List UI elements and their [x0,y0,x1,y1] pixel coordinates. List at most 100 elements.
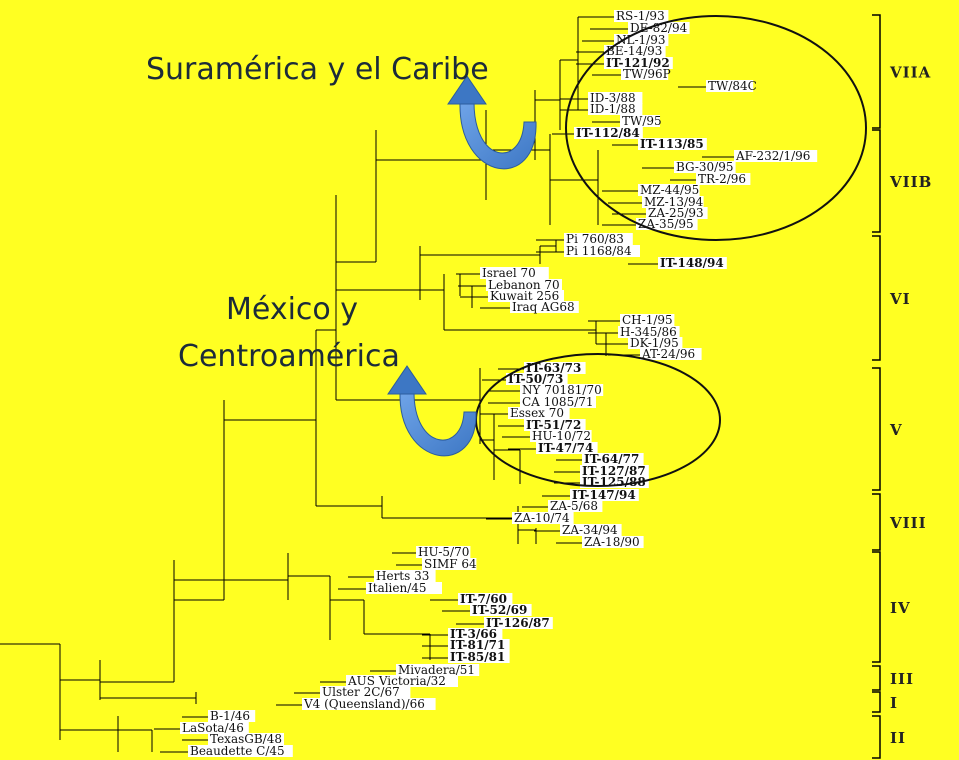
leaf-label: Ulster 2C/67 [322,685,400,699]
leaf-label: Beaudette C/45 [190,744,285,758]
leaf-label: Italien/45 [368,581,427,595]
leaf-label: B-1/46 [210,709,250,723]
leaf-label: RS-1/93 [616,9,665,23]
leaf-label: TW/95 [622,114,662,128]
leaf-label: IT-64/77 [584,452,639,466]
genotype-bracket [872,129,881,233]
leaf-label-bg [658,257,727,269]
genotype-label: VI [889,290,911,308]
leaf-label: MZ-44/95 [640,183,699,197]
leaf-label-bg [188,745,293,757]
leaf-label-bg [346,675,458,687]
leaf-label-bg [508,407,570,419]
genotype-bracket [872,14,881,129]
leaf-label: Kuwait 256 [490,289,559,303]
leaf-label-bg [638,184,700,196]
leaf-label-bg [582,453,644,465]
leaf-label: IT-3/66 [450,627,497,641]
leaf-label-bg [621,68,669,80]
leaf-label-bg [512,512,574,524]
leaf-label-bg [548,500,603,512]
leaf-label: Israel 70 [482,266,536,280]
leaf-label: NY 70181/70 [522,383,602,397]
south-america-arrow-body [459,101,537,170]
leaf-label-bg [484,617,553,629]
leaf-label: IT-50/73 [508,372,563,386]
leaf-label: IT-47/74 [538,441,593,455]
leaf-label: ZA-25/93 [648,206,704,220]
leaf-label: Mivadera/51 [398,663,475,677]
leaf-label-bg [580,465,649,477]
leaf-label-bg [570,489,639,501]
leaf-label-bg [458,593,513,605]
leaf-label: MZ-13/94 [644,195,704,209]
leaf-label-bg [674,161,736,173]
genotype-bracket [872,493,881,551]
leaf-label-bg [646,207,708,219]
leaf-label: IT-121/92 [606,56,670,70]
leaf-label-bg [524,419,586,431]
leaf-label: ID-3/88 [590,91,636,105]
leaf-label-bg [480,267,549,279]
leaf-label-bg [366,582,442,594]
leaf-label-bg [628,337,683,349]
genotype-bracket [872,691,881,713]
leaf-label-bg [564,245,640,257]
leaf-label: IT-63/73 [526,361,581,375]
leaf-label-bg [734,150,818,162]
leaf-label-bg [620,314,675,326]
leaf-label-bg [604,45,666,57]
leaf-label-bg [564,233,633,245]
leaf-label-bg [396,664,480,676]
leaf-label: ZA-5/68 [550,499,598,513]
leaf-label: BE-14/93 [606,44,662,58]
south-america-arrow-head [447,75,487,105]
leaf-label-bg [696,173,751,185]
leaf-label: ZA-18/90 [584,535,640,549]
genotype-bracket [872,665,881,691]
leaf-label-bg [470,604,532,616]
genotype-label: VIIB [889,173,932,191]
leaf-label: CA 1085/71 [522,395,594,409]
region-label-south-america: Suramérica y el Caribe [146,52,489,87]
region-label-mexico-line2: Centroamérica [178,339,400,374]
leaf-label: IT-52/69 [472,603,527,617]
leaf-label: Pi 1168/84 [566,244,632,258]
leaf-label-bg [448,628,503,640]
leaf-label-bg [208,733,284,745]
leaf-label: IT-7/60 [460,592,507,606]
leaf-label: IT-148/94 [660,256,724,270]
genotype-label: V [889,421,903,439]
leaf-label-bg [416,546,471,558]
leaf-label: ZA-34/94 [562,523,618,537]
leaf-label: AT-24/96 [641,347,695,361]
genotype-label: I [890,694,898,712]
leaf-label-bg [510,301,579,313]
leaf-label: Essex 70 [510,406,564,420]
genotype-label: II [890,729,906,747]
leaf-label: ZA-35/95 [638,217,694,231]
leaf-label-bg [506,373,568,385]
leaf-label-bg [706,80,754,92]
leaf-label: AUS Victoria/32 [347,674,446,688]
mexico-arrow-body [399,391,477,457]
leaf-label-bg [620,115,660,127]
leaf-label-bg [374,570,436,582]
leaf-label: IT-147/94 [572,488,636,502]
genotype-label: IV [890,599,911,617]
leaf-label-bg [618,326,680,338]
leaf-label: AF-232/1/96 [735,149,810,163]
genotype-bracket [872,551,881,663]
tree-branches [0,16,734,753]
genotype-label: VIII [889,514,927,532]
leaf-label-bg [638,138,707,150]
leaf-label: IT-127/87 [582,464,646,478]
leaf-label: IT-85/81 [450,650,505,664]
region-label-mexico-line1: México y [226,292,358,327]
leaf-label: CH-1/95 [622,313,673,327]
leaf-label-bg [642,196,704,208]
leaf-label: HU-5/70 [418,545,469,559]
